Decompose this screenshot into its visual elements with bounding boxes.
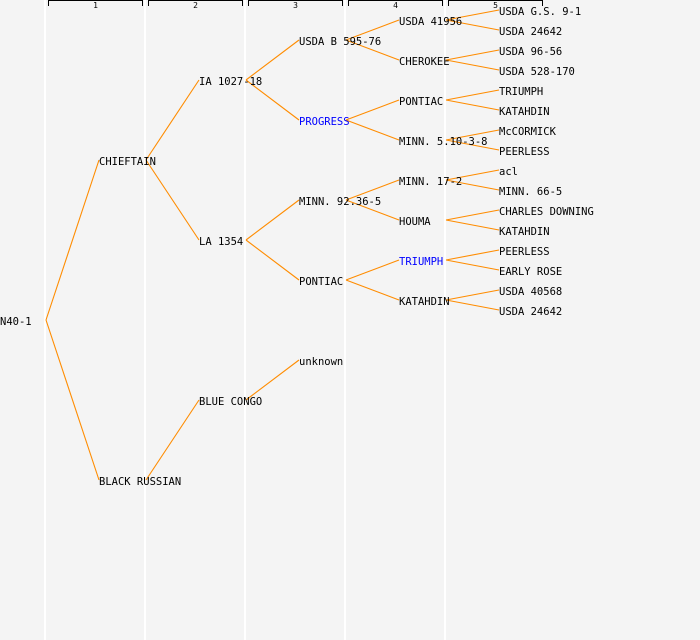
ancestor-node: KATAHDIN [399,296,450,308]
pedigree-edge [345,39,400,61]
pedigree-edge [345,279,400,301]
ancestor-node: BLACK RUSSIAN [99,476,182,488]
ancestor-node: USDA 41956 [399,16,463,28]
pedigree-edge [445,99,500,111]
ancestor-node: MINN. 5.10-3-8 [399,136,488,148]
pedigree-edge [345,19,400,41]
ancestor-node: USDA 528-170 [499,66,575,78]
pedigree-edge [345,119,400,141]
ancestor-node: PEERLESS [499,246,550,258]
pedigree-edge [445,219,500,231]
pedigree-edge [245,359,300,401]
ancestor-node: EARLY ROSE [499,266,563,278]
pedigree-edge [145,159,200,241]
generation-number: 1 [93,1,98,10]
ancestor-node: CHIEFTAIN [99,156,156,168]
ancestor-node: acl [499,166,518,178]
pedigree-edge [445,139,500,151]
ancestor-node: USDA B 595-76 [299,36,382,48]
generation-header: 2 [148,0,243,10]
ancestor-node: LA 1354 [199,236,244,248]
ancestor-node: CHARLES DOWNING [499,206,594,218]
generation-header: 3 [248,0,343,10]
pedigree-edge [245,239,300,281]
ancestor-node: McCORMICK [499,126,556,138]
pedigree-edge [445,169,500,181]
ancestor-node: BLUE CONGO [199,396,263,408]
pedigree-edge [45,319,100,481]
pedigree-edge [345,99,400,121]
column-separator [144,0,146,640]
pedigree-edge [445,259,500,271]
generation-number: 4 [393,1,398,10]
ancestor-node: HOUMA [399,216,431,228]
pedigree-edge [145,399,200,481]
ancestor-node: PONTIAC [399,96,444,108]
pedigree-edge [445,9,500,21]
ancestor-node: MINN. 92.36-5 [299,196,382,208]
ancestor-node: USDA G.S. 9-1 [499,6,582,18]
pedigree-edge [445,19,500,31]
pedigree-edge [445,209,500,221]
pedigree-edge [445,89,500,101]
pedigree-edge [45,159,100,321]
generation-header: 1 [48,0,143,10]
root-cultivar: N40-1 [0,316,32,328]
ancestor-node: USDA 24642 [499,26,563,38]
ancestor-node: USDA 24642 [499,306,563,318]
pedigree-edge [445,59,500,71]
pedigree-edge [345,179,400,201]
generation-header: 4 [348,0,443,10]
pedigree-edge [245,39,300,81]
pedigree-edge [445,49,500,61]
ancestor-node[interactable]: TRIUMPH [399,256,444,268]
pedigree-edge [445,299,500,311]
ancestor-node: USDA 96-56 [499,46,563,58]
pedigree-edge [445,179,500,191]
pedigree-edge [445,129,500,141]
pedigree-edge [245,199,300,241]
column-separator [444,0,446,640]
generation-number: 3 [293,1,298,10]
column-separator [44,0,46,640]
pedigree-edge [245,79,300,121]
ancestor-node: KATAHDIN [499,226,550,238]
ancestor-node: PONTIAC [299,276,344,288]
ancestor-node: MINN. 66-5 [499,186,563,198]
pedigree-edge [445,249,500,261]
generation-header: 5 [448,0,543,10]
ancestor-node[interactable]: PROGRESS [299,116,350,128]
column-separator [244,0,246,640]
ancestor-node: MINN. 17-2 [399,176,463,188]
pedigree-edge [345,199,400,221]
pedigree-edge [345,259,400,281]
pedigree-edge [145,79,200,161]
ancestor-node: USDA 40568 [499,286,563,298]
column-separator [344,0,346,640]
ancestor-node: unknown [299,356,344,368]
generation-number: 2 [193,1,198,10]
ancestor-node: IA 1027-18 [199,76,263,88]
ancestor-node: KATAHDIN [499,106,550,118]
ancestor-node: TRIUMPH [499,86,544,98]
generation-number: 5 [493,1,498,10]
ancestor-node: PEERLESS [499,146,550,158]
pedigree-edge [445,289,500,301]
ancestor-node: CHEROKEE [399,56,450,68]
